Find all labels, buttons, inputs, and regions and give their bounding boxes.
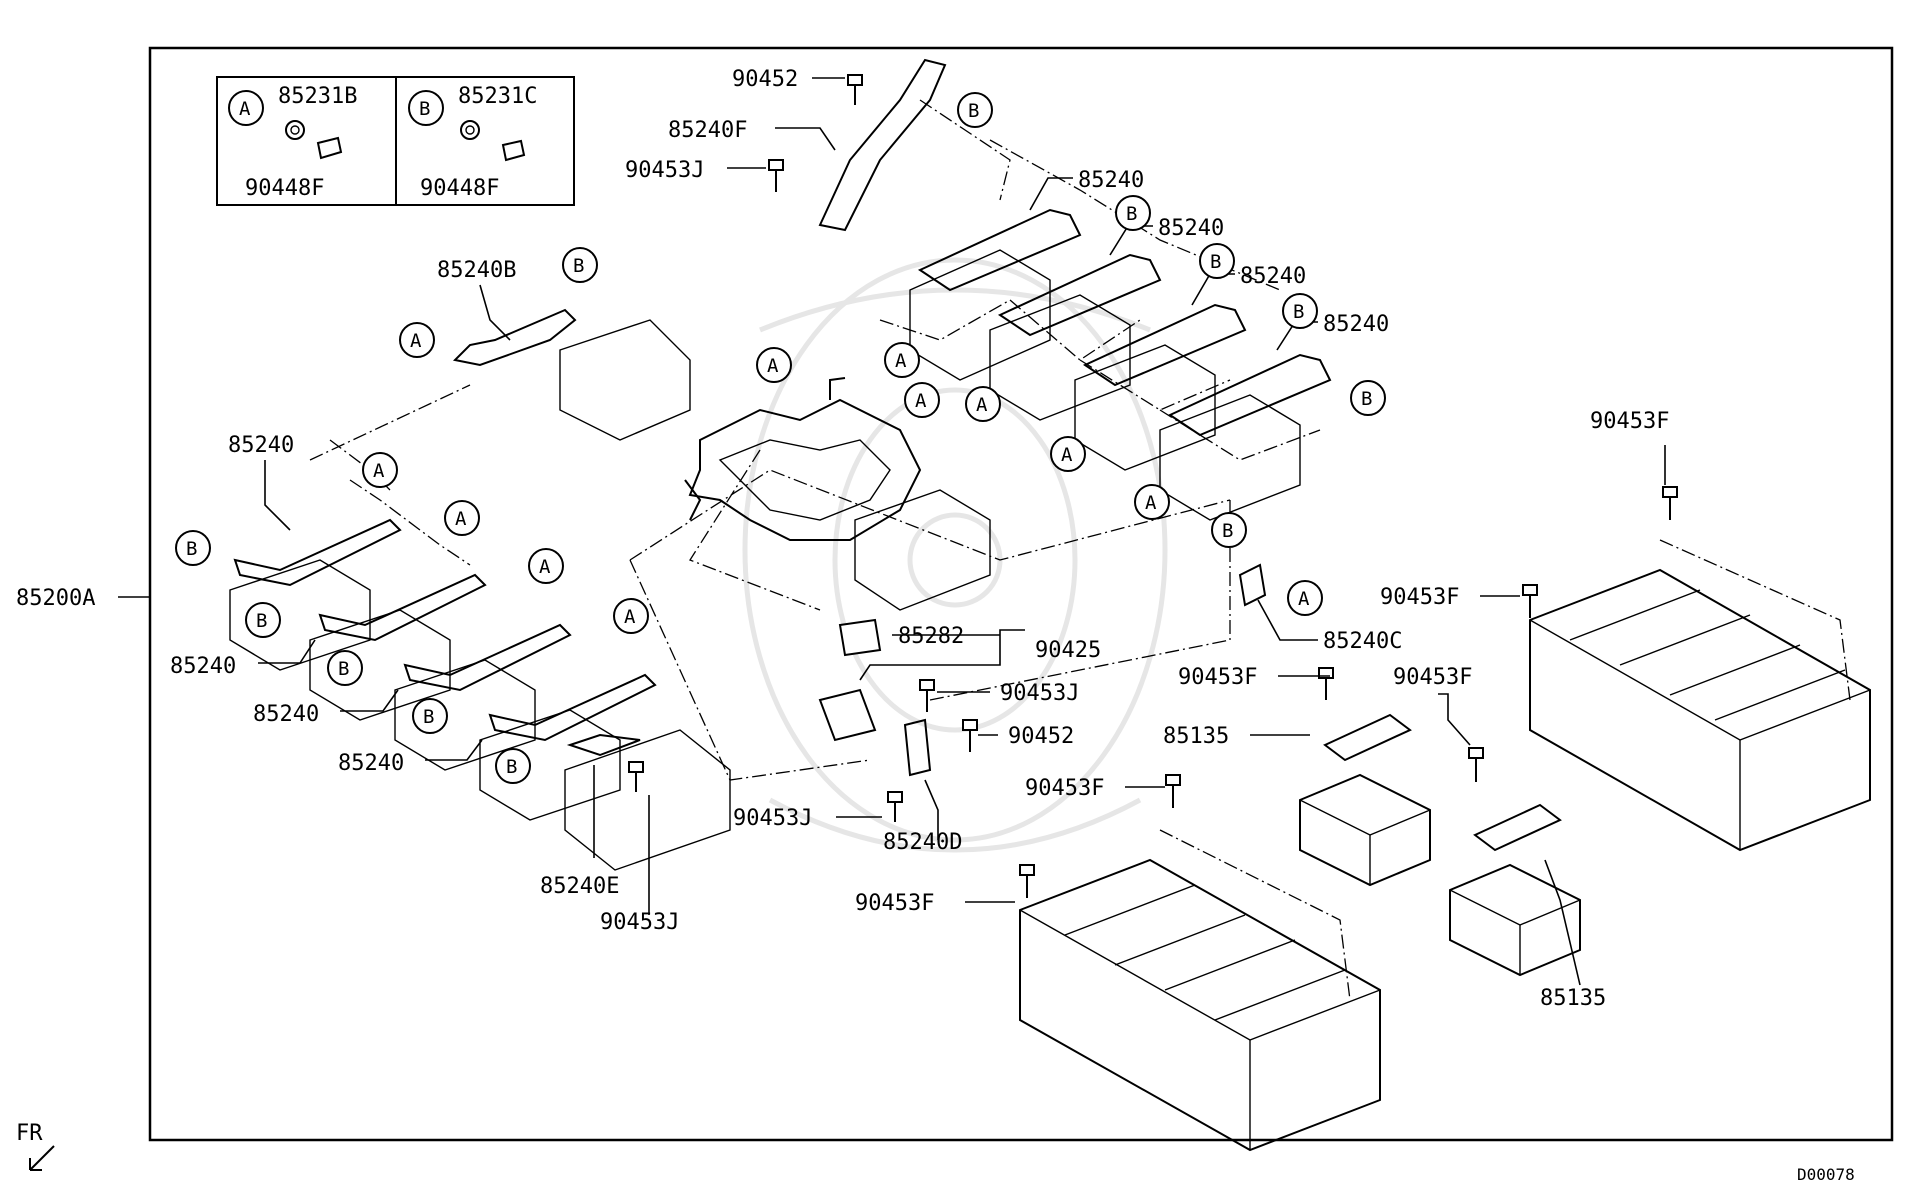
svg-text:A: A [410,330,422,352]
label-85240-r2: 85240 [1158,216,1224,241]
label-85282: 85282 [898,624,964,649]
svg-text:B: B [256,610,267,632]
svg-text:A: A [915,390,927,412]
diagram-frame [148,46,1894,1142]
svg-text:A: A [1298,588,1310,610]
svg-text:A: A [624,606,636,628]
inset-box: A 85231B 90448F B 85231C 90448F [216,76,575,206]
label-85240-r1: 85240 [1078,168,1144,193]
svg-text:A: A [1061,444,1073,466]
inset-callout-a: A [239,98,251,120]
label-85135-r: 85135 [1540,986,1606,1011]
svg-text:A: A [767,355,779,377]
figure-code: D00078 [1797,1165,1855,1184]
battery-stack-right [1529,568,1871,852]
label-90452-top: 90452 [732,67,798,92]
label-90453j-mid: 90453J [1000,681,1079,706]
svg-text:B: B [1126,203,1137,225]
svg-text:A: A [373,460,385,482]
svg-text:B: B [338,658,349,680]
fr-arrow-icon [29,1145,55,1171]
svg-text:B: B [506,756,517,778]
label-90453f-mid: 90453F [1380,585,1459,610]
label-85240-r4: 85240 [1323,312,1389,337]
label-85240b: 85240B [437,258,516,283]
small-module-center [1299,713,1431,887]
label-85240-left-top: 85240 [228,433,294,458]
label-90453f-c1: 90453F [1178,665,1257,690]
label-85240c: 85240C [1323,629,1402,654]
bracket-85240f [818,58,947,232]
label-90453f-right: 90453F [1590,409,1669,434]
label-85240-l1: 85240 [170,654,236,679]
label-90453f-bottom: 90453F [855,891,934,916]
part-labels: 90452 85240F 90453J 85240 85240 85240 85… [170,67,1669,1011]
left-bars [233,518,657,742]
svg-text:B: B [423,706,434,728]
inset-callout-b: B [419,98,430,120]
inset-label-85231b: 85231B [278,84,357,109]
label-85240-r3: 85240 [1240,264,1306,289]
center-tray [684,377,922,541]
svg-text:B: B [968,100,979,122]
label-90425: 90425 [1035,638,1101,663]
label-90453j-top: 90453J [625,158,704,183]
watermark-emblem [742,257,1168,853]
svg-text:A: A [455,508,467,530]
callout-markers: B B B B B B B B B B B B A A A A A A A A … [175,92,1386,784]
svg-text:A: A [539,556,551,578]
svg-text:A: A [976,394,988,416]
center-parts [566,563,1267,777]
label-85240-l2: 85240 [253,702,319,727]
label-85240f: 85240F [668,118,747,143]
label-90453j-low: 90453J [733,806,812,831]
svg-text:B: B [573,255,584,277]
label-85240d: 85240D [883,830,962,855]
svg-text:A: A [895,350,907,372]
label-90452-mid: 90452 [1008,724,1074,749]
orientation-indicator: FR [16,1121,55,1171]
svg-text:B: B [1361,388,1372,410]
svg-text:B: B [1210,251,1221,273]
module-outlines [229,249,1301,871]
label-85240-l3: 85240 [338,751,404,776]
svg-text:B: B [186,538,197,560]
label-90453j-bottom: 90453J [600,910,679,935]
svg-text:B: B [1293,301,1304,323]
label-90453f-r2: 90453F [1393,665,1472,690]
battery-stack-bottom [1019,858,1381,1152]
fr-label: FR [16,1121,43,1146]
svg-text:B: B [1222,520,1233,542]
assembly-label: 85200A [16,586,95,611]
label-85240e: 85240E [540,874,619,899]
inset-label-90448f-a: 90448F [245,176,324,201]
label-85135-c: 85135 [1163,724,1229,749]
inset-label-90448f-b: 90448F [420,176,499,201]
small-module-right [1449,803,1581,977]
inset-label-85231c: 85231C [458,84,537,109]
label-90453f-c2: 90453F [1025,776,1104,801]
bolts [628,74,1678,898]
upper-bars [917,208,1332,437]
dash-lines [309,99,1851,1001]
svg-text:A: A [1145,492,1157,514]
bracket-85240b [452,308,577,367]
